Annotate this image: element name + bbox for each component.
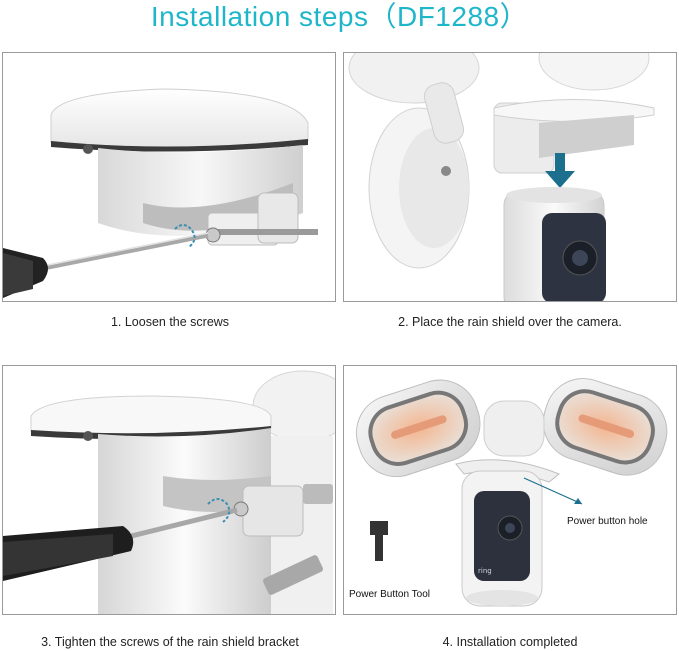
power-button-tool-label: Power Button Tool — [349, 589, 430, 600]
step-1-caption: 1. Loosen the screws — [110, 315, 230, 329]
step-3-caption: 3. Tighten the screws of the rain shield… — [41, 635, 299, 649]
step-1-image — [2, 52, 336, 302]
step-4-image: ring — [343, 365, 677, 615]
page-title: Installation steps（DF1288） — [150, 1, 529, 32]
step-2-caption: 2. Place the rain shield over the camera… — [398, 315, 622, 329]
step-2-image — [343, 52, 677, 302]
step-4-caption: 4. Installation completed — [442, 635, 578, 649]
camera-brand-logo: ring — [478, 567, 492, 575]
step-3-image — [2, 365, 336, 615]
power-button-hole-label: Power button hole — [567, 516, 648, 527]
